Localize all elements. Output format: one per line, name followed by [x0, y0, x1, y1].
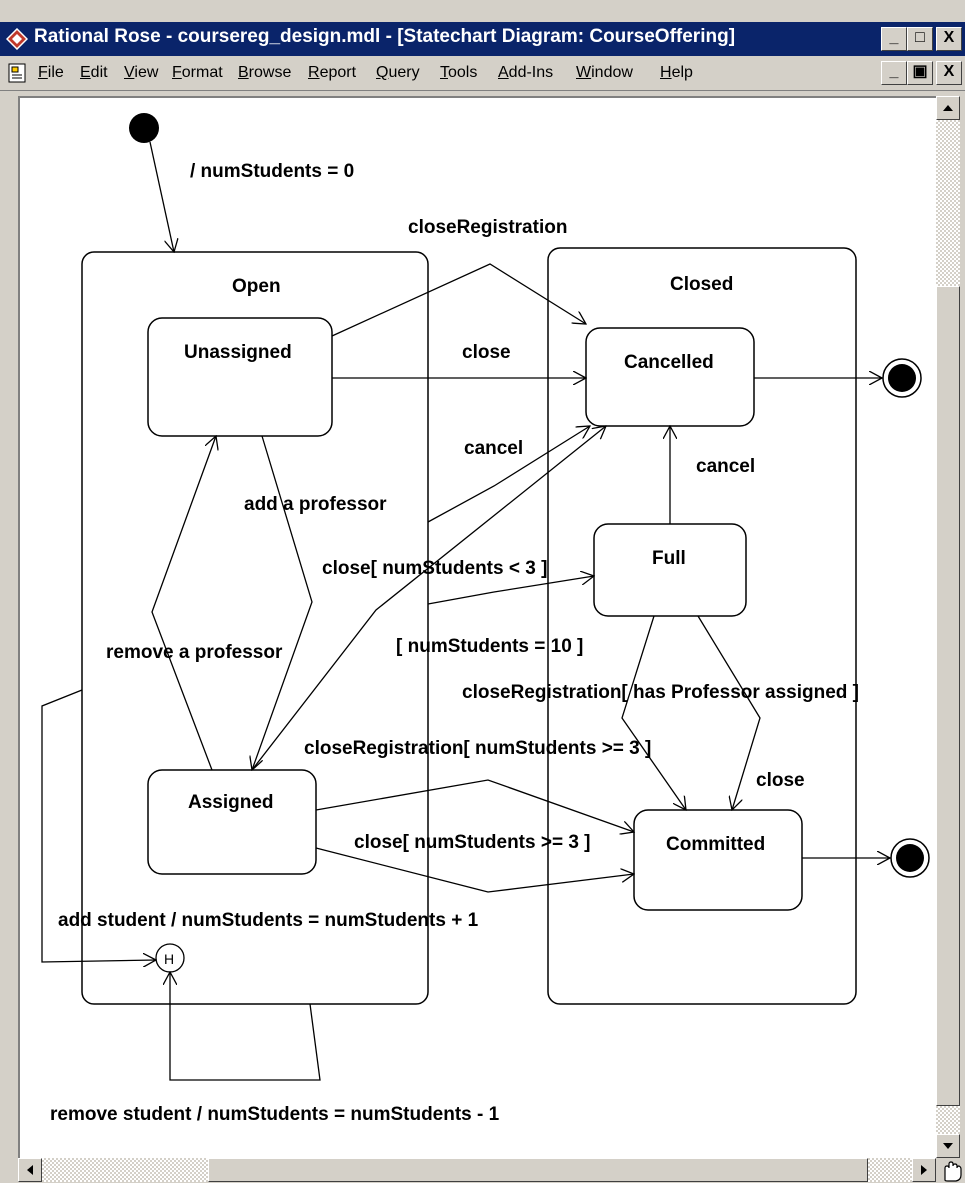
diagram-canvas[interactable]: Open Closed Unassigned Assigned Cancelle…: [18, 96, 938, 1162]
close-button[interactable]: X: [936, 27, 962, 51]
num-students-10-label: [ numStudents = 10 ]: [396, 636, 583, 657]
menu-bar: File Edit View Format Browse Report Quer…: [0, 56, 965, 91]
cancelled-state-label: Cancelled: [624, 352, 714, 373]
add-student-label: add student / numStudents = numStudents …: [58, 910, 479, 931]
cancel-full-label: cancel: [696, 456, 755, 477]
menu-query[interactable]: Query: [376, 64, 420, 81]
unassigned-state[interactable]: [147, 317, 333, 437]
doc-restore-button[interactable]: ▣: [907, 61, 933, 85]
vertical-scrollbar[interactable]: [936, 96, 960, 1158]
final-state-committed-core: [896, 844, 924, 872]
menu-help[interactable]: Help: [660, 64, 693, 81]
closed-state-label: Closed: [670, 274, 733, 295]
remove-student-label: remove student / numStudents = numStuden…: [50, 1104, 500, 1125]
doc-minimize-button[interactable]: _: [881, 61, 907, 85]
menu-tools[interactable]: Tools: [440, 64, 478, 81]
statechart-diagram: Open Closed Unassigned Assigned Cancelle…: [41, 113, 930, 1125]
close-registration-top-label: closeRegistration: [408, 217, 567, 238]
remove-professor-line: [151, 436, 216, 771]
committed-state[interactable]: [633, 809, 803, 911]
maximize-button[interactable]: □: [907, 27, 933, 51]
initial-transition-label: / numStudents = 0: [190, 161, 354, 182]
scroll-corner[interactable]: [936, 1158, 965, 1183]
title-bar[interactable]: Rational Rose - coursereg_design.mdl - […: [0, 22, 965, 56]
close-unassigned-label: close: [462, 342, 511, 363]
scroll-down-button[interactable]: [936, 1134, 960, 1158]
assigned-state-label: Assigned: [188, 792, 274, 813]
cancel-assigned-line: [251, 426, 606, 771]
window-title: Rational Rose - coursereg_design.mdl - […: [34, 26, 736, 47]
scroll-right-button[interactable]: [912, 1158, 936, 1182]
remove-student-line: [170, 972, 321, 1081]
cancel-open-line: [427, 426, 590, 523]
close-reg-ge3-label: closeRegistration[ numStudents >= 3 ]: [304, 738, 651, 759]
menu-report[interactable]: Report: [308, 64, 357, 81]
close-lt3-label: close[ numStudents < 3 ]: [322, 558, 547, 579]
menu-file[interactable]: File: [38, 64, 64, 81]
close-reg-ge3-line: [315, 779, 634, 832]
menu-edit[interactable]: Edit: [80, 64, 108, 81]
document-icon: [8, 63, 26, 83]
add-professor-line: [252, 435, 313, 770]
menu-add-ins[interactable]: Add-Ins: [498, 64, 554, 81]
full-state-label: Full: [652, 548, 686, 569]
close-registration-top-line: [331, 263, 586, 337]
closed-composite-state[interactable]: [547, 247, 857, 1005]
arrow-up-icon: [943, 105, 953, 111]
arrow-right-icon: [921, 1165, 927, 1175]
hand-pan-icon: [944, 1161, 962, 1182]
history-label: H: [164, 951, 174, 967]
to-full-line: [427, 576, 594, 605]
doc-close-button[interactable]: X: [936, 61, 962, 85]
initial-pseudostate[interactable]: [129, 113, 159, 143]
close-ge3-label: close[ numStudents >= 3 ]: [354, 832, 591, 853]
arrow-left-icon: [27, 1165, 33, 1175]
scroll-left-button[interactable]: [18, 1158, 42, 1182]
horizontal-scrollbar[interactable]: [18, 1158, 936, 1182]
final-state-cancelled-core: [888, 364, 916, 392]
open-state-label: Open: [232, 276, 281, 297]
menu-view[interactable]: View: [124, 64, 159, 81]
unassigned-state-label: Unassigned: [184, 342, 292, 363]
add-professor-label: add a professor: [244, 494, 387, 515]
vertical-scroll-thumb[interactable]: [936, 286, 960, 1106]
arrow-down-icon: [943, 1143, 953, 1149]
menu-browse[interactable]: Browse: [238, 64, 292, 81]
full-committed-close-line: [697, 615, 761, 810]
minimize-button[interactable]: _: [881, 27, 907, 51]
horizontal-scroll-thumb[interactable]: [208, 1158, 868, 1182]
close-ge3-line: [315, 847, 634, 893]
remove-professor-label: remove a professor: [106, 642, 283, 663]
add-student-line: [41, 689, 156, 962]
committed-state-label: Committed: [666, 834, 765, 855]
close-full-label: close: [756, 770, 805, 791]
menu-window[interactable]: Window: [576, 64, 633, 81]
cancelled-state[interactable]: [585, 327, 755, 427]
menu-format[interactable]: Format: [172, 64, 223, 81]
full-committed-has-prof-line: [621, 615, 686, 810]
full-state[interactable]: [593, 523, 747, 617]
close-reg-has-prof-label: closeRegistration[ has Professor assigne…: [462, 682, 859, 703]
rational-rose-icon: [6, 28, 28, 50]
assigned-state[interactable]: [147, 769, 317, 875]
initial-transition-line: [149, 141, 174, 252]
open-composite-state[interactable]: [81, 251, 429, 1005]
cancel-open-label: cancel: [464, 438, 523, 459]
scroll-up-button[interactable]: [936, 96, 960, 120]
